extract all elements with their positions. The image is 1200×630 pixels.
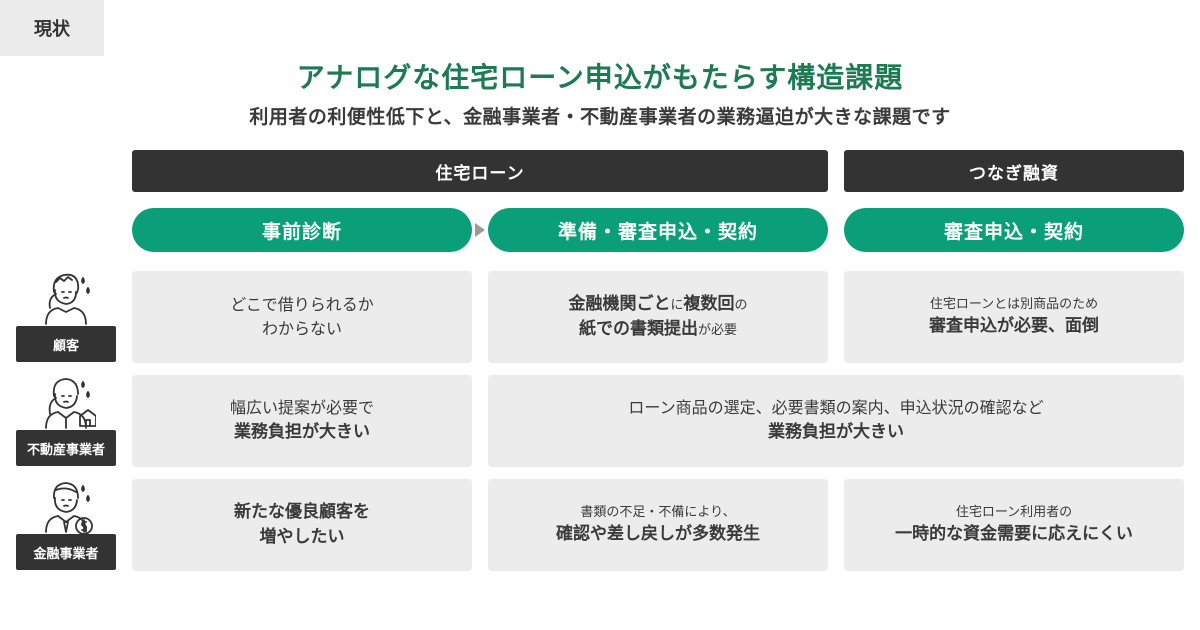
row-label-real-estate: 不動産事業者 <box>16 430 116 466</box>
phase-application: 審査申込・契約 <box>844 208 1184 252</box>
cell-text: 増やしたい <box>259 527 345 547</box>
row-label-customer: 顧客 <box>16 326 116 362</box>
cell-customer-pre-screening: どこで借りられるか わからない <box>132 271 472 363</box>
cell-text: ローン商品の選定、必要書類の案内、申込状況の確認など <box>628 398 1044 418</box>
cell-text: 金融機関ごと <box>568 293 671 314</box>
cell-real-estate-housing-and-bridge: ローン商品の選定、必要書類の案内、申込状況の確認など 業務負担が大きい <box>488 375 1184 467</box>
cell-text: 一時的な資金需要に応えにくい <box>895 524 1133 544</box>
page-subtitle: 利用者の利便性低下と、金融事業者・不動産事業者の業務逼迫が大きな課題です <box>249 106 951 128</box>
page-title: アナログな住宅ローン申込がもたらす構造課題 <box>296 61 904 94</box>
cell-text: 紙での書類提出 <box>578 319 698 339</box>
cell-text: わからない <box>261 319 342 338</box>
phase-pre-screening: 事前診断 <box>132 208 472 252</box>
header-housing-loan: 住宅ローン <box>132 150 828 192</box>
cell-real-estate-pre-screening: 幅広い提案が必要で 業務負担が大きい <box>132 375 472 467</box>
cell-customer-preparation: 金融機関ごとに複数回の 紙での書類提出が必要 <box>488 271 828 363</box>
cell-text: 業務負担が大きい <box>768 422 904 443</box>
cell-text: が必要 <box>697 323 737 338</box>
cell-text: 書類の不足・不備により、 <box>580 504 736 520</box>
cell-text: 幅広い提案が必要で <box>229 398 374 418</box>
cell-text: どこで借りられるか <box>230 295 374 314</box>
cell-text: 確認や差し戻しが多数発生 <box>556 524 760 544</box>
cell-customer-application: 住宅ローンとは別商品のため 審査申込が必要、面倒 <box>844 271 1184 363</box>
cell-text: 業務負担が大きい <box>234 422 370 443</box>
status-tag: 現状 <box>0 0 104 56</box>
cell-text: 審査申込が必要、面倒 <box>929 316 1099 336</box>
cell-finance-application: 住宅ローン利用者の 一時的な資金需要に応えにくい <box>844 479 1184 571</box>
header-bridge-loan: つなぎ融資 <box>844 150 1184 192</box>
row-label-finance: 金融事業者 <box>16 534 116 570</box>
cell-text: 新たな優良顧客を <box>234 501 370 522</box>
banker-icon <box>36 476 96 536</box>
cell-text: の <box>734 297 748 313</box>
cell-text: 複数回 <box>683 293 735 314</box>
phase-preparation: 準備・審査申込・契約 <box>488 208 828 252</box>
cell-finance-preparation: 書類の不足・不備により、 確認や差し戻しが多数発生 <box>488 479 828 571</box>
cell-finance-pre-screening: 新たな優良顧客を 増やしたい <box>132 479 472 571</box>
worried-person-icon <box>36 268 96 328</box>
arrow-right-icon <box>475 223 485 237</box>
cell-text: 住宅ローンとは別商品のため <box>929 296 1099 312</box>
worried-agent-icon <box>36 372 96 432</box>
cell-text: 住宅ローン利用者の <box>955 504 1073 520</box>
cell-text: に <box>670 297 684 313</box>
